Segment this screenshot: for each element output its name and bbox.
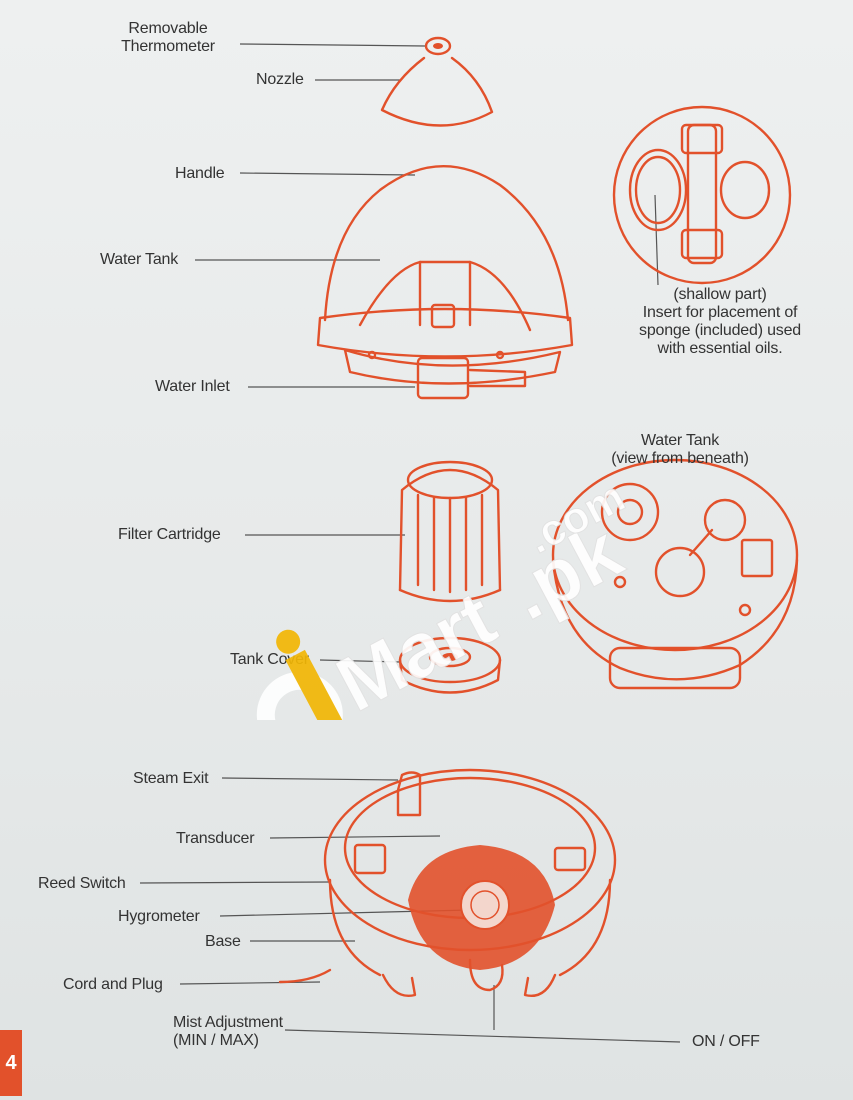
page-number: 4 [0,1030,22,1096]
label-nozzle: Nozzle [256,71,304,88]
insert-topview-illustration [612,105,792,285]
label-line: Water Tank [640,432,720,449]
label-line: Removable [128,20,208,37]
label-mist-adjustment: Mist Adjustment (MIN / MAX) [173,1014,283,1050]
label-line: Thermometer [121,38,215,55]
label-handle: Handle [175,165,225,182]
filter-cartridge-illustration [398,460,502,603]
label-cord-and-plug: Cord and Plug [63,976,163,993]
label-line: (MIN / MAX) [173,1032,259,1049]
label-removable-thermometer: Removable Thermometer [118,20,218,56]
nozzle-illustration [380,36,494,127]
label-line: (shallow part) [673,286,767,303]
leader-lines [139,43,681,1043]
label-line: (view from beneath) [611,450,749,467]
water-tank-beneath-illustration [551,458,799,690]
label-on-off: ON / OFF [692,1033,760,1050]
label-insert-note: (shallow part) Insert for placement of s… [615,286,825,358]
label-water-tank-beneath: Water Tank (view from beneath) [595,432,765,468]
label-line: with essential oils. [657,340,783,357]
base-illustration [278,768,617,997]
tank-cover-illustration [398,636,502,694]
water-tank-illustration [316,165,574,400]
label-steam-exit: Steam Exit [133,770,209,787]
label-water-inlet: Water Inlet [155,378,230,395]
label-water-tank: Water Tank [100,251,179,268]
label-reed-switch: Reed Switch [38,875,126,892]
label-base: Base [205,933,241,950]
label-hygrometer: Hygrometer [118,908,200,925]
label-line: Mist Adjustment [173,1014,283,1031]
label-tank-cover: Tank Cover [230,651,309,668]
label-transducer: Transducer [176,830,255,847]
label-line: Insert for placement of [642,304,798,321]
label-line: sponge (included) used [639,322,801,339]
label-filter-cartridge: Filter Cartridge [118,526,221,543]
